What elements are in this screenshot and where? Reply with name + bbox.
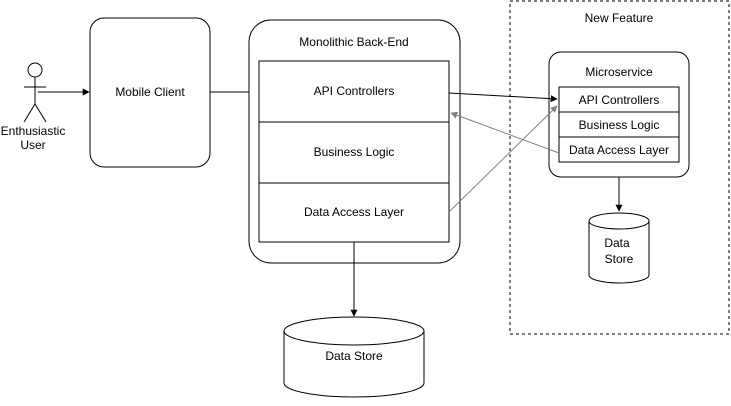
monolith-api-controllers-label: API Controllers — [314, 84, 395, 98]
microservice-api-controllers-label: API Controllers — [579, 93, 660, 107]
microservice-data-store-label-line1: Data — [604, 236, 630, 250]
microservice-title: Microservice — [585, 65, 653, 79]
mobile-client-label: Mobile Client — [115, 85, 185, 99]
arrow-monolith-api-to-microservice-api — [448, 92, 558, 103]
monolith-api-controllers-layer — [258, 60, 450, 123]
new-feature-title: New Feature — [585, 11, 654, 25]
microservice-data-store-label-line2: Store — [605, 252, 634, 266]
monolith-business-logic-layer — [258, 121, 450, 184]
arrow-monolith-dal-to-microservice-api — [448, 105, 558, 213]
new-feature-container: New Feature — [509, 0, 730, 335]
monolith-business-logic-label: Business Logic — [314, 145, 395, 159]
microservice-api-controllers-layer — [558, 86, 680, 113]
actor-head — [27, 62, 43, 78]
microservice-business-logic-layer — [558, 111, 680, 138]
enthusiastic-user-actor: Enthusiastic User — [1, 62, 66, 152]
monolith-data-store-label: Data Store — [325, 349, 383, 363]
microservice-business-logic-label: Business Logic — [579, 118, 660, 132]
microservice-data-access-label: Data Access Layer — [569, 143, 669, 157]
monolith-data-store-cylinder: Data Store — [283, 316, 425, 398]
microservice-container: Microservice API Controllers Business Lo… — [548, 51, 690, 178]
actor-right-leg — [34, 103, 47, 123]
microservice-data-access-layer — [558, 136, 680, 163]
monolith-container: Monolithic Back-End API Controllers Busi… — [248, 19, 461, 264]
actor-label-line1: Enthusiastic — [1, 124, 66, 138]
microservice-data-store-cylinder: Data Store — [588, 212, 650, 284]
actor-label-line2: User — [20, 138, 45, 152]
mobile-client-box: Mobile Client — [89, 17, 211, 168]
arrow-microservice-dal-to-monolith-api — [450, 111, 560, 154]
monolith-title: Monolithic Back-End — [299, 35, 408, 49]
monolith-data-access-label: Data Access Layer — [304, 205, 404, 219]
actor-left-leg — [23, 103, 36, 123]
